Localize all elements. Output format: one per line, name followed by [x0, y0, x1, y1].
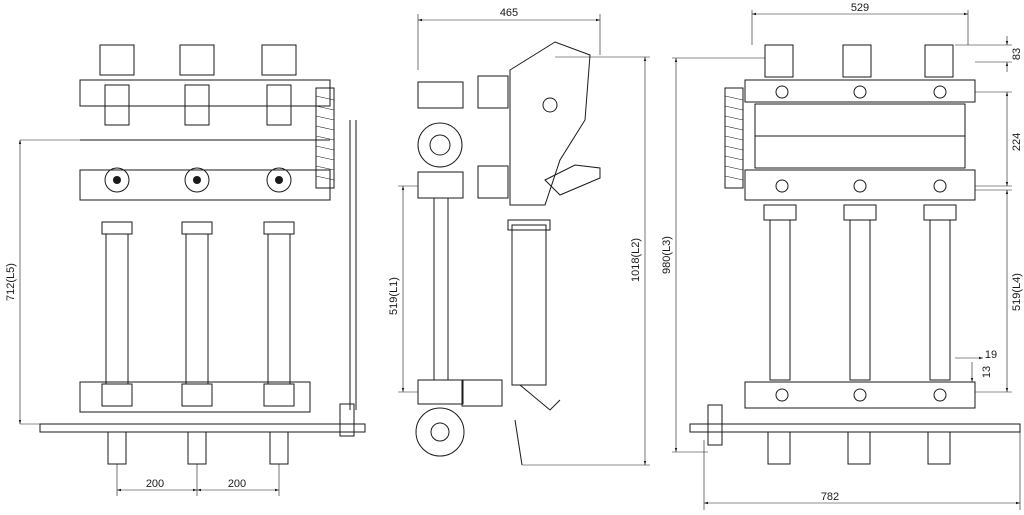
dim-224: 224	[1011, 133, 1023, 151]
dim-19: 19	[985, 349, 997, 361]
dim-200-left: 200	[146, 478, 164, 490]
dim-782: 782	[821, 491, 839, 503]
dim-980-l3: 980(L3)	[661, 236, 673, 274]
dim-13: 13	[981, 366, 993, 378]
front-view: 712(L5) 200 200	[5, 44, 366, 496]
dim-83: 83	[1011, 48, 1023, 60]
dim-200-right: 200	[228, 478, 246, 490]
front-pole-1	[99, 44, 135, 465]
dim-1018-l2: 1018(L2)	[630, 238, 642, 282]
dim-519-l1: 519(L1)	[388, 277, 400, 315]
dim-519-l4: 519(L4)	[1011, 273, 1023, 311]
dim-529: 529	[851, 2, 869, 14]
rear-view: 529 83 224 980(L3) 519(L4) 19 13 782	[661, 2, 1023, 510]
dim-465: 465	[500, 7, 518, 19]
dim-712-l5: 712(L5)	[5, 263, 17, 301]
side-view: 465 519(L1) 1018(L2)	[388, 7, 650, 466]
front-pole-3	[261, 44, 297, 465]
front-pole-2	[179, 44, 215, 465]
